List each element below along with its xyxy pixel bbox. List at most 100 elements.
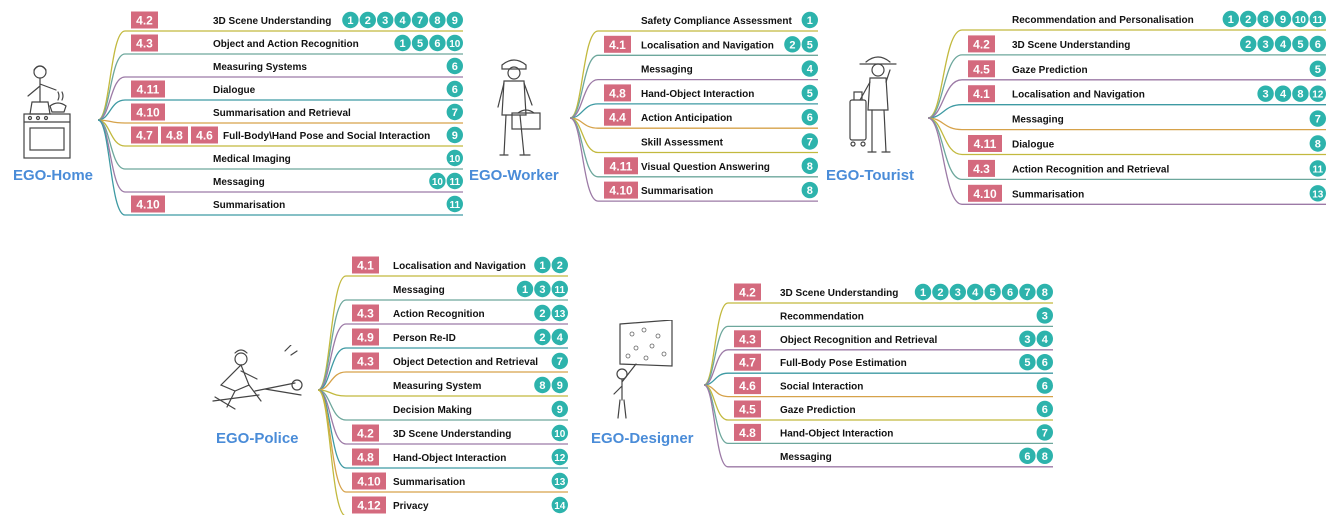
task-label: Recommendation and Personalisation — [1012, 15, 1194, 26]
section-number: 4.3 — [357, 355, 374, 369]
reference-number: 9 — [1280, 14, 1286, 26]
reference-number: 6 — [452, 84, 458, 96]
reference-circle: 5 — [411, 34, 429, 52]
reference-number: 2 — [365, 15, 371, 27]
reference-circle-bg — [967, 283, 984, 301]
branch-line — [703, 302, 729, 386]
reference-circle-bg — [551, 376, 568, 394]
section-number: 4.3 — [973, 162, 990, 176]
branch-line — [317, 371, 347, 391]
reference-number: 11 — [1313, 15, 1324, 26]
section-badge: 4.10 — [604, 181, 638, 199]
section-number: 4.12 — [357, 499, 381, 513]
section-badge-bg — [604, 84, 631, 102]
reference-circle-bg — [551, 496, 568, 514]
reference-number: 1 — [539, 260, 545, 272]
reference-circle: 2 — [1240, 10, 1257, 28]
reference-circle: 1 — [534, 256, 551, 274]
task-label: Object Detection and Retrieval — [393, 357, 538, 368]
persona-label-home: EGO-Home — [13, 167, 94, 184]
reference-circle: 5 — [1019, 354, 1036, 371]
reference-number: 3 — [955, 287, 961, 299]
reference-circle: 5 — [801, 84, 818, 102]
reference-circle: 2 — [551, 256, 568, 274]
reference-circle: 7 — [801, 133, 818, 150]
section-badge: 4.1 — [352, 256, 379, 274]
persona-label-tourist: EGO-Tourist — [826, 167, 915, 184]
task-label: Gaze Prediction — [780, 405, 856, 416]
reference-circle: 6 — [801, 109, 818, 126]
designer-at-board-icon — [613, 320, 673, 419]
branch-line — [927, 117, 963, 156]
task-label: Hand-Object Interaction — [641, 89, 754, 100]
section-badge: 4.1 — [968, 85, 995, 103]
task-label: Person Re-ID — [393, 333, 456, 344]
section-number: 4.2 — [739, 286, 756, 300]
reference-circle-bg — [534, 280, 551, 298]
reference-circle-bg — [801, 84, 818, 102]
reference-circle-bg — [1292, 85, 1309, 102]
branch-line — [569, 117, 599, 202]
section-badge-bg — [191, 126, 218, 144]
reference-circle: 9 — [551, 376, 568, 394]
reference-circle-bg — [1036, 447, 1054, 464]
reference-number: 3 — [1263, 39, 1269, 51]
reference-circle-bg — [1222, 10, 1240, 28]
reference-number: 6 — [807, 112, 813, 124]
reference-circle-bg — [446, 80, 463, 98]
section-badge: 4.6 — [191, 126, 218, 144]
reference-number: 8 — [807, 185, 813, 197]
reference-circle-bg — [411, 11, 429, 29]
section-badge-bg — [604, 157, 638, 175]
reference-number: 6 — [434, 38, 440, 50]
reference-circle-bg — [1292, 35, 1309, 53]
task-label: Action Recognition and Retrieval — [1012, 164, 1169, 175]
reference-circle: 12 — [1309, 85, 1327, 102]
reference-circle-bg — [1309, 110, 1327, 127]
reference-number: 6 — [1024, 451, 1030, 463]
branch-line — [97, 76, 126, 121]
task-label: Messaging — [780, 452, 832, 463]
reference-circle: 6 — [446, 57, 463, 75]
reference-circle: 9 — [446, 126, 463, 144]
reference-circle: 3 — [1019, 330, 1036, 347]
reference-circle-bg — [1036, 377, 1054, 394]
branch-line — [703, 349, 729, 386]
reference-circle: 4 — [1036, 330, 1054, 347]
section-badge-bg — [131, 195, 165, 213]
branch-line — [317, 389, 347, 469]
reference-circle-bg — [801, 109, 818, 126]
task-label: Messaging — [213, 177, 265, 188]
reference-circle: 1 — [394, 34, 411, 52]
task-label: 3D Scene Understanding — [780, 288, 898, 299]
reference-circle-bg — [446, 11, 463, 29]
reference-circle: 14 — [551, 496, 568, 514]
section-number: 4.4 — [609, 111, 626, 125]
reference-number: 2 — [1245, 14, 1251, 26]
reference-circle: 10 — [446, 34, 463, 52]
reference-number: 6 — [1042, 357, 1048, 369]
branch-line — [97, 119, 126, 193]
police-officer-with-person-icon — [212, 345, 303, 410]
branch-line — [927, 54, 963, 119]
section-badge-bg — [968, 85, 995, 103]
reference-circle-bg — [1240, 35, 1257, 53]
reference-number: 14 — [554, 501, 566, 512]
reference-circle: 4 — [551, 328, 568, 346]
section-badge-bg — [352, 352, 379, 370]
reference-circle-bg — [377, 11, 394, 29]
reference-circle: 3 — [949, 283, 966, 301]
task-label: 3D Scene Understanding — [213, 16, 331, 27]
reference-number: 1 — [1228, 14, 1234, 26]
reference-circle-bg — [1292, 10, 1309, 28]
reference-circle-bg — [394, 34, 411, 52]
reference-number: 10 — [1295, 15, 1307, 26]
section-number: 4.6 — [196, 129, 213, 143]
reference-circle-bg — [446, 172, 463, 190]
section-badge: 4.4 — [604, 108, 631, 126]
task-label: Action Anticipation — [641, 113, 732, 124]
section-badge: 4.11 — [604, 157, 638, 175]
reference-number: 9 — [557, 404, 563, 416]
reference-number: 6 — [452, 61, 458, 73]
reference-circle-bg — [1274, 10, 1292, 28]
